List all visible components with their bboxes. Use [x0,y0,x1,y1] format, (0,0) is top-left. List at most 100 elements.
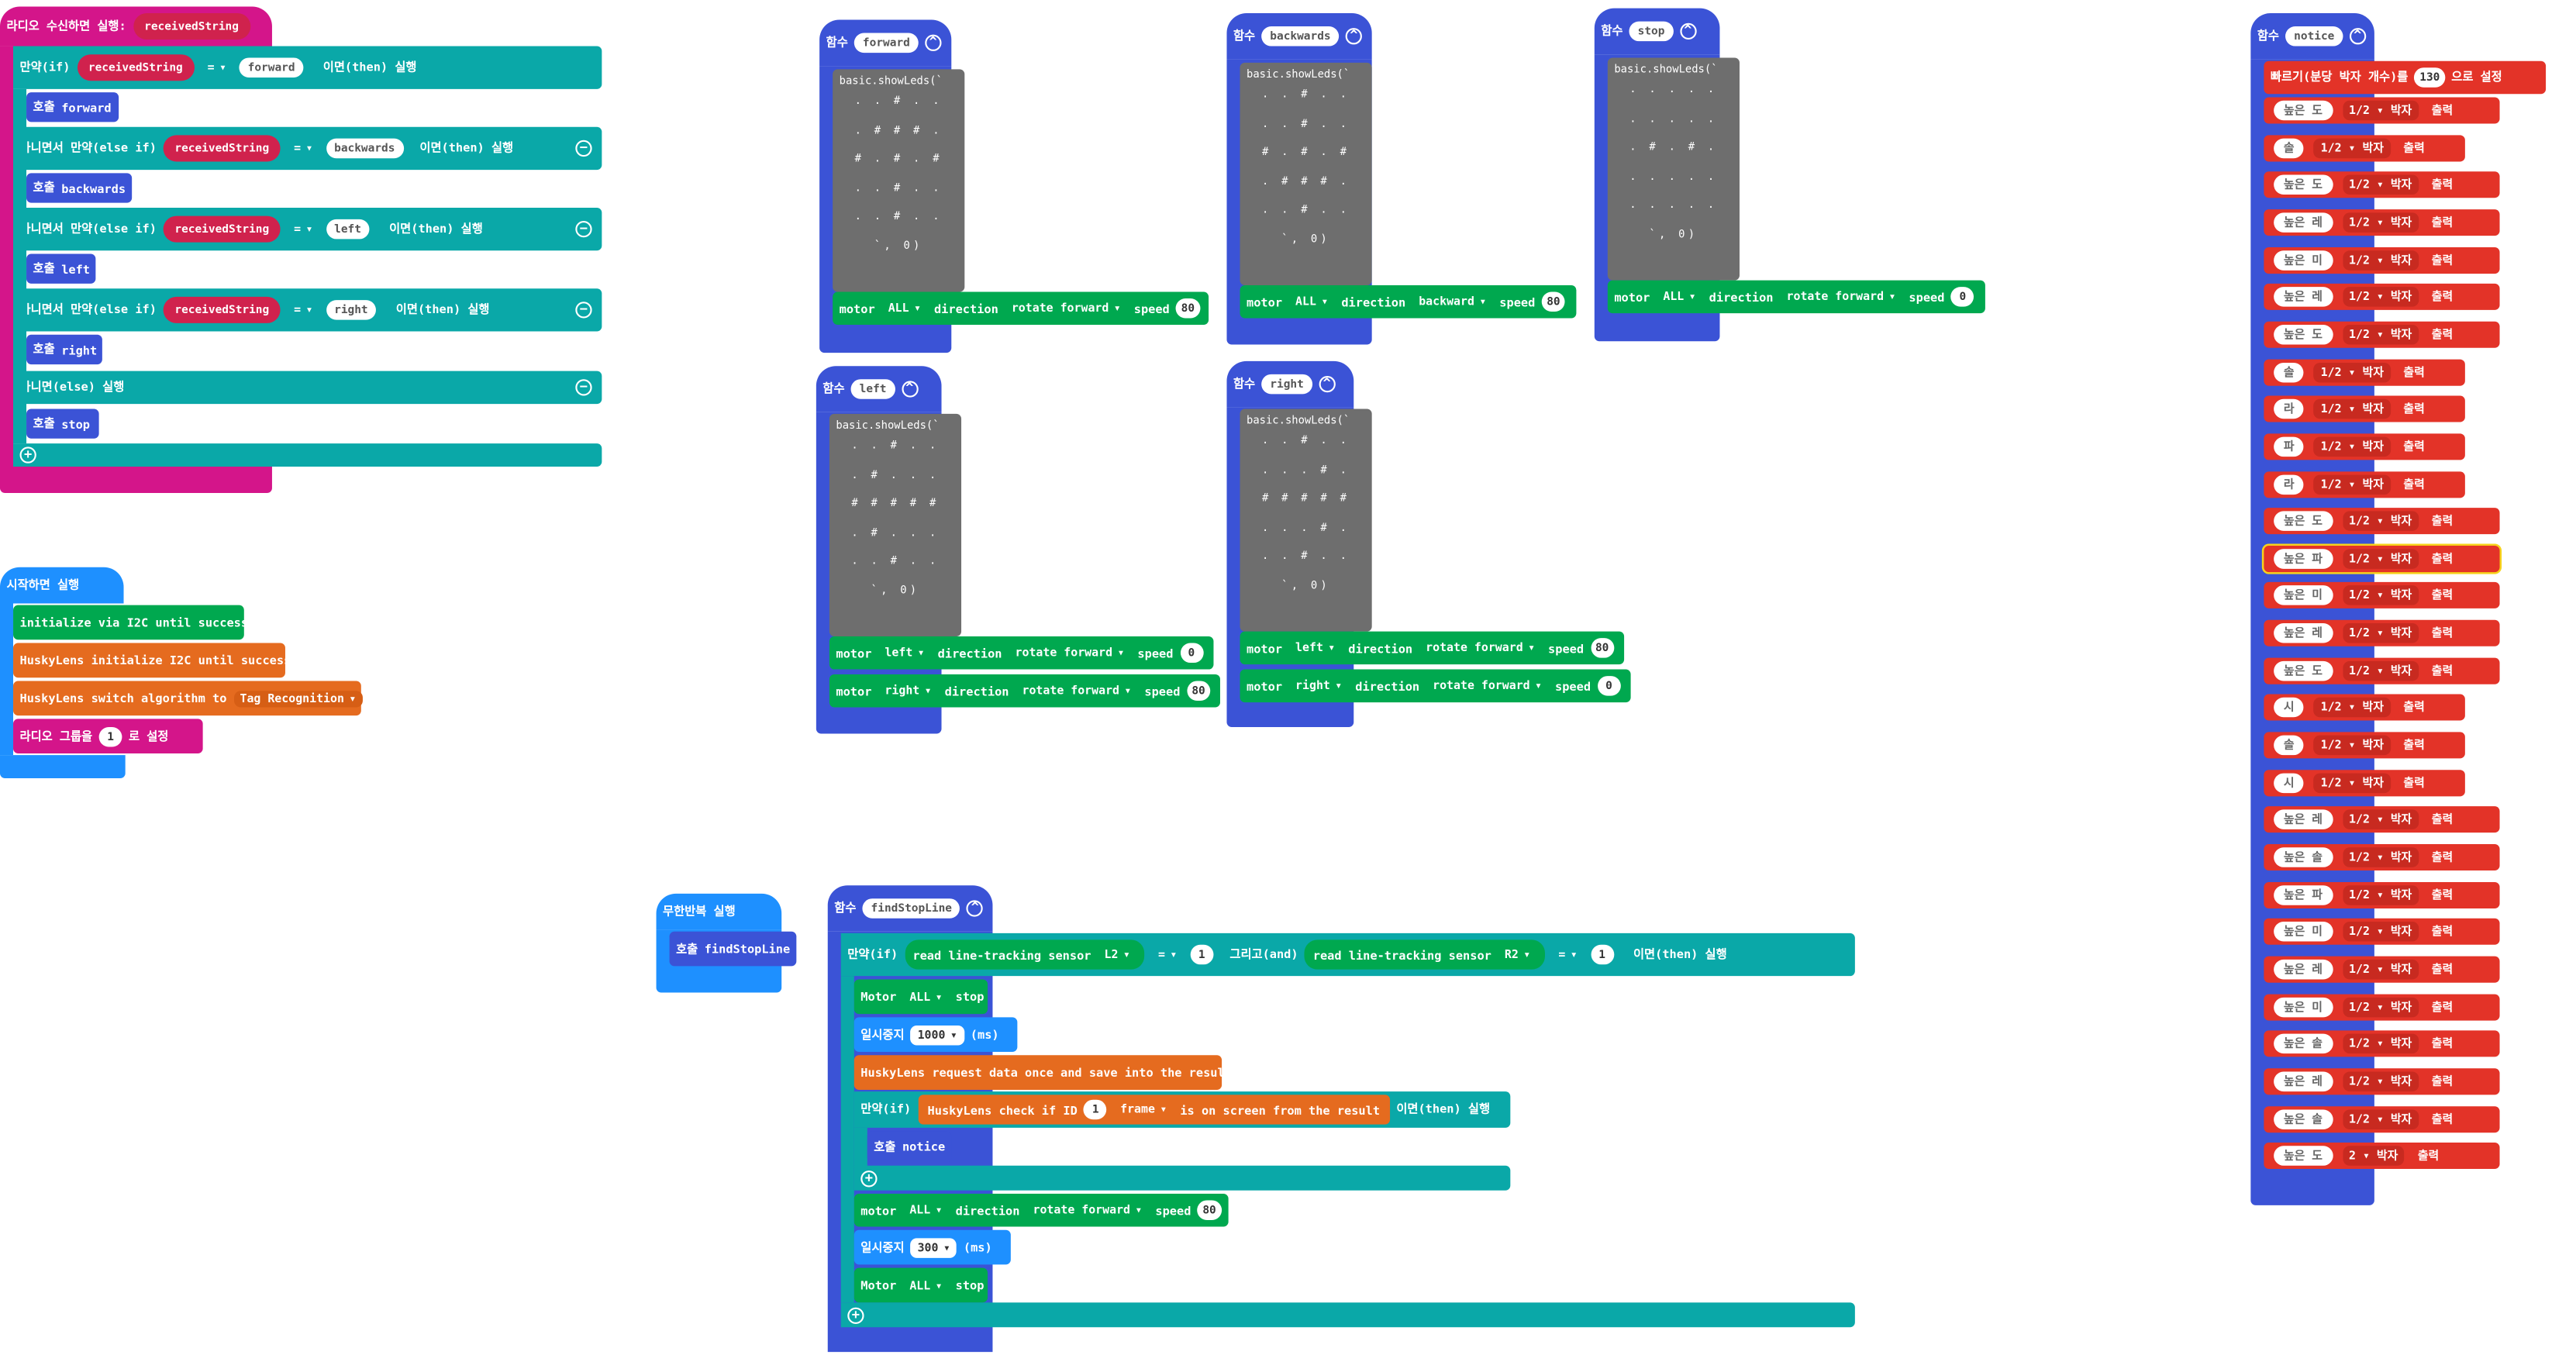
var-received-string[interactable]: receivedString [163,215,281,243]
sensor-l2-dropdown[interactable]: L2 [1098,946,1136,963]
motor-target-dropdown[interactable]: ALL [903,1277,949,1293]
function-name-notice[interactable]: notice [2285,26,2343,47]
husky-id-value[interactable]: 1 [1084,1099,1108,1120]
function-name-stop[interactable]: stop [1629,21,1674,42]
if-line-sensor-block[interactable]: 만약(if) read line-tracking sensor L2 = 1 … [840,932,1855,977]
beat-dropdown[interactable]: 1/2 ▾ 박자 [2314,399,2391,419]
collapse-icon[interactable]: ^ [901,381,918,398]
tone-value[interactable]: 높은 레 [2274,810,2333,830]
eq-operator[interactable]: = [288,140,319,157]
tone-value[interactable]: 높은 레 [2274,623,2333,643]
speed-value[interactable]: 0 [1597,676,1621,696]
tone-value[interactable]: 높은 레 [2274,1071,2333,1091]
function-left-header[interactable]: 함수 left ^ [816,366,942,412]
beat-dropdown[interactable]: 1/2 ▾ 박자 [2342,847,2419,867]
i2c-init-block[interactable]: initialize via I2C until success [13,605,248,640]
tone-value[interactable]: 솔 [2274,735,2305,756]
speed-value[interactable]: 0 [1950,287,1974,307]
function-backwards-header[interactable]: 함수 backwards ^ [1226,13,1372,60]
sensor-l2-value[interactable]: 1 [1190,944,1214,965]
led-row[interactable]: . # # # . [854,122,943,136]
beat-dropdown[interactable]: 1/2 ▾ 박자 [2314,436,2391,457]
show-leds-backwards[interactable]: basic.showLeds(` . . # . . . . # . . # .… [1240,62,1372,285]
speed-value[interactable]: 80 [1176,298,1200,319]
beat-dropdown[interactable]: 1/2 ▾ 박자 [2314,361,2391,382]
on-start-header[interactable]: 시작하면 실행 [0,567,124,604]
motor-target-dropdown[interactable]: left [1289,639,1342,656]
string-forward[interactable]: forward [240,57,304,78]
husky-request-block[interactable]: HuskyLens request data once and save int… [853,1055,1232,1090]
eq-operator[interactable]: = [1552,946,1584,963]
motor-target-dropdown[interactable]: right [878,683,938,699]
pause-block-1[interactable]: 일시중지 1000 (ms) [853,1017,1018,1053]
sensor-l2-block[interactable]: read line-tracking sensor L2 [904,939,1145,970]
led-row[interactable]: # . # . # [1261,145,1350,159]
collapse-icon[interactable]: ^ [967,900,984,917]
pause-block-2[interactable]: 일시중지 300 (ms) [853,1229,1011,1265]
function-right-header[interactable]: 함수 right ^ [1226,360,1354,408]
motor-target-dropdown[interactable]: left [878,645,931,661]
led-row[interactable]: . # . # . [1629,140,1718,154]
tone-value[interactable]: 높은 미 [2274,586,2333,606]
led-row[interactable]: . . # . . [1261,203,1350,217]
tone-value[interactable]: 높은 솔 [2274,1034,2333,1054]
led-row[interactable]: # # # # # [851,496,940,510]
beat-dropdown[interactable]: 1/2 ▾ 박자 [2342,959,2419,980]
tone-value[interactable]: 높은 레 [2274,287,2333,308]
direction-dropdown[interactable]: rotate forward [1780,288,1902,305]
received-string-param[interactable]: receivedString [133,13,250,40]
var-received-string[interactable]: receivedString [163,296,281,323]
tone-value[interactable]: 높은 도 [2274,100,2333,121]
motor-stop-block-1[interactable]: Motor ALL stop [853,979,988,1015]
sensor-r2-value[interactable]: 1 [1590,944,1614,965]
beat-dropdown[interactable]: 1/2 ▾ 박자 [2314,137,2391,158]
remove-branch-icon[interactable]: − [575,302,592,319]
if-forward-block[interactable]: 만약(if) receivedString = forward 이면(then)… [13,46,602,89]
show-leds-left[interactable]: basic.showLeds(` . . # . . . # . . . # #… [829,413,962,637]
led-row[interactable]: . . # . . [854,181,943,195]
motor-block-stop[interactable]: motor ALL direction rotate forward speed… [1607,280,1985,314]
beat-dropdown[interactable]: 1/2 ▾ 박자 [2314,474,2391,495]
beat-dropdown[interactable]: 1/2 ▾ 박자 [2342,660,2419,681]
motor-block-right-1[interactable]: motor left direction rotate forward spee… [1240,631,1625,665]
beat-dropdown[interactable]: 1/2 ▾ 박자 [2342,250,2419,270]
call-left[interactable]: 호출 left [26,253,96,284]
forever-header[interactable]: 무한반복 실행 [656,893,782,930]
tempo-value[interactable]: 130 [2414,67,2445,88]
beat-dropdown[interactable]: 1/2 ▾ 박자 [2342,212,2419,233]
function-name-left[interactable]: left [851,379,895,399]
function-name-find-stop-line[interactable]: findStopLine [862,898,960,919]
led-row[interactable]: . . # . . [854,209,943,223]
led-row[interactable]: . . . . . [1629,111,1718,125]
direction-dropdown[interactable]: rotate forward [1005,300,1127,316]
tone-value[interactable]: 높은 파 [2274,884,2333,905]
led-row[interactable]: . # . . . [851,526,940,539]
inner-if-footer[interactable]: + [853,1165,1511,1191]
show-leds-stop[interactable]: basic.showLeds(` . . . . . . . . . . . #… [1607,57,1740,281]
motor-block-right-2[interactable]: motor right direction rotate forward spe… [1240,669,1631,703]
tone-value[interactable]: 시 [2274,698,2305,719]
led-row[interactable]: . # # # . [1261,174,1350,188]
husky-check-block[interactable]: HuskyLens check if ID 1 frame is on scre… [917,1094,1390,1125]
direction-dropdown[interactable]: rotate forward [1009,645,1131,661]
direction-dropdown[interactable]: rotate forward [1026,1202,1149,1219]
direction-dropdown[interactable]: backward [1412,294,1493,310]
motor-target-dropdown[interactable]: ALL [1657,288,1702,305]
tone-value[interactable]: 높은 레 [2274,212,2333,233]
speed-value[interactable]: 80 [1197,1200,1222,1220]
husky-algorithm-block[interactable]: HuskyLens switch algorithm to Tag Recogn… [13,681,363,716]
motor-block-backwards[interactable]: motor ALL direction backward speed 80 [1240,284,1577,319]
var-received-string[interactable]: receivedString [163,135,281,162]
led-row[interactable]: . . # . . [854,94,943,108]
